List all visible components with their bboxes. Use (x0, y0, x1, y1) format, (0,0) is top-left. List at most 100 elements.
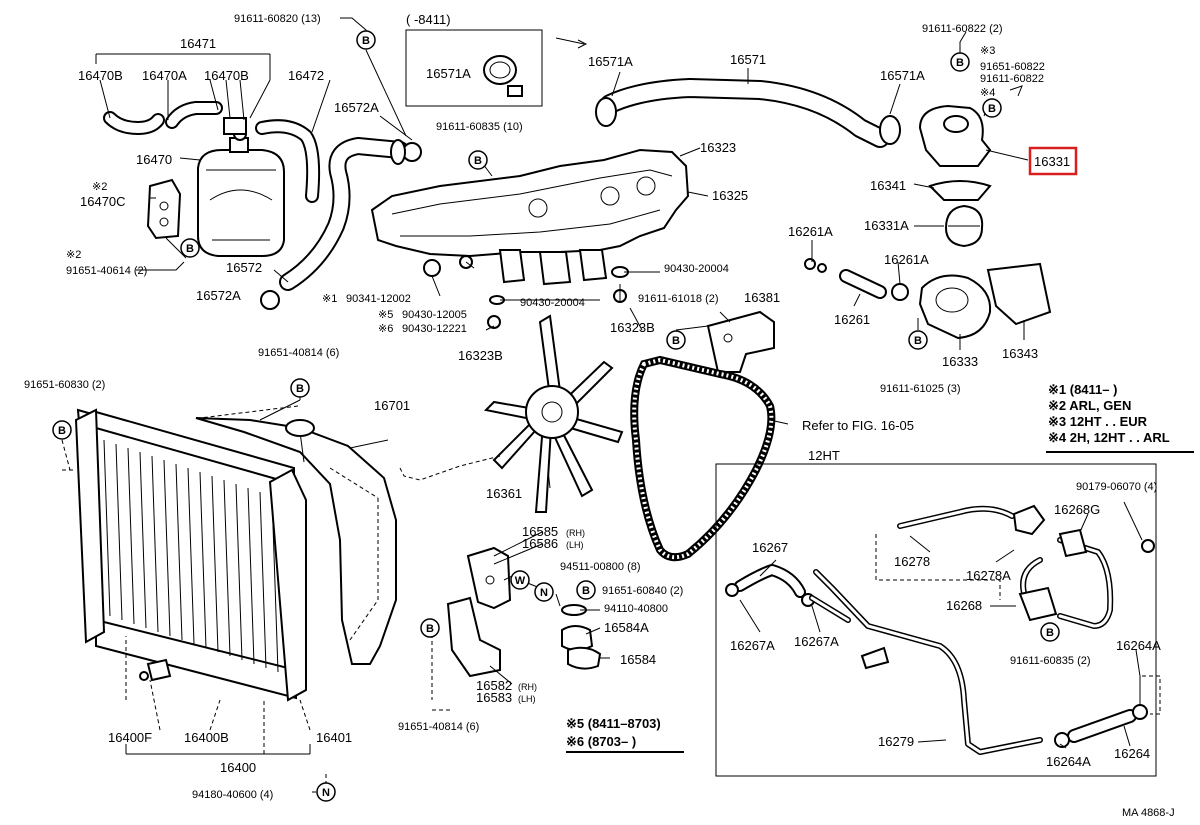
callout-label: 91611-60822 (2) (922, 23, 1003, 35)
bolt-marker-w: W (510, 570, 530, 590)
callout-label: 91611-61025 (3) (880, 383, 961, 395)
highlight-box-16331 (1028, 146, 1078, 176)
callout-label: 16584A (604, 620, 649, 635)
callout-label: 16325 (712, 188, 748, 203)
callout-label: 16267A (730, 638, 775, 653)
mount-16584 (561, 604, 602, 670)
fan-shroud-16701 (195, 417, 397, 665)
legend-line: ※4 2H, 12HT . . ARL (1048, 430, 1170, 445)
callout-label: 16361 (486, 486, 522, 501)
legend-line: ※2 ARL, GEN (1048, 398, 1131, 413)
callout-label: 90430-12221 (402, 323, 467, 335)
callout-label: 16278A (966, 568, 1011, 583)
drain-cock-16400F (139, 658, 172, 682)
callout-label: 16582 (476, 678, 512, 693)
callout-label: 16268G (1054, 502, 1100, 517)
callout-label: 91651-40614 (2) (66, 265, 147, 277)
callout-label: 16264A (1116, 638, 1161, 653)
callout-label: 16261 (834, 312, 870, 327)
pipe-16279 (809, 569, 1043, 755)
callout-suffix: (RH) (518, 682, 537, 692)
svg-text:B: B (58, 425, 66, 437)
svg-text:N: N (322, 787, 330, 799)
svg-text:B: B (956, 57, 964, 69)
hose-16267 (725, 564, 815, 607)
callout-label: 16571A (880, 68, 925, 83)
callout-label: 90179-06070 (4) (1076, 481, 1157, 493)
callout-label: 16400B (184, 730, 229, 745)
callout-label: 16572A (196, 288, 241, 303)
v-belt (630, 355, 776, 562)
svg-text:B: B (1046, 627, 1054, 639)
callout-label: 91611-61018 (2) (638, 293, 719, 305)
callout-label: 16261A (788, 224, 833, 239)
callout-label: 90430-20004 (520, 297, 585, 309)
bolt-code-markers: B B B B B B B B B W B N B B N (52, 30, 1060, 802)
callout-label: 16401 (316, 730, 352, 745)
callout-label: 91611-60820 (13) (234, 13, 321, 25)
section-label-12ht: 12HT (808, 448, 840, 463)
callout-label: 16571A (426, 66, 471, 81)
water-manifold-16325 (370, 148, 690, 329)
callout-label: 94110-40800 (604, 603, 668, 615)
svg-text:B: B (426, 623, 434, 635)
asterisk-mark: ※4 (980, 87, 995, 99)
legend-main: ※1 (8411– ) ※2 ARL, GEN ※3 12HT . . EUR … (1048, 382, 1170, 445)
leader-lines (61, 17, 1161, 793)
svg-text:B: B (582, 585, 590, 597)
refer-note: Refer to FIG. 16-05 (802, 418, 914, 433)
svg-text:B: B (672, 335, 680, 347)
callout-label: 16585 (522, 524, 558, 539)
bracket-16381 (706, 310, 775, 373)
callout-suffix: (LH) (566, 540, 584, 550)
radiator-core-lines (103, 439, 279, 673)
callout-label: 16584 (620, 652, 656, 667)
bolt-marker-b: B (666, 330, 686, 350)
callout-suffix: (RH) (566, 528, 585, 538)
callout-label: 16571A (588, 54, 633, 69)
asterisk-mark: ※3 (980, 45, 995, 57)
bolt-marker-b: B (982, 98, 1002, 118)
callout-label: 16572 (226, 260, 262, 275)
callout-label: 16381 (744, 290, 780, 305)
callout-label: 16470C (80, 194, 126, 209)
hose-16264 (1054, 704, 1148, 748)
bracket-16470C (146, 178, 182, 240)
svg-text:B: B (988, 103, 996, 115)
bolt-marker-b: B (356, 30, 376, 50)
callout-labels: 91611-60820 (13) ( -8411) 16471 16470B 1… (24, 12, 1161, 801)
legend-line: ※5 (8411–8703) (566, 716, 661, 731)
legend-line: ※6 (8703– ) (566, 734, 636, 749)
callout-label: 91651-40814 (6) (258, 347, 339, 359)
callout-label: 16343 (1002, 346, 1038, 361)
callout-label: 16470B (204, 68, 249, 83)
callout-label: 16267A (794, 634, 839, 649)
callout-label: 91651-60840 (2) (602, 585, 683, 597)
callout-label: 94180-40600 (4) (192, 789, 273, 801)
upper-hose-16572 (260, 137, 422, 310)
callout-label: 16701 (374, 398, 410, 413)
callout-label: 94511-00800 (8) (560, 561, 641, 573)
water-inlet-16333 (918, 262, 1052, 340)
callout-label: 16333 (942, 354, 978, 369)
bolt-marker-b: B (290, 378, 310, 398)
callout-label: 16572A (334, 100, 379, 115)
bolt-marker-b: B (468, 150, 488, 170)
callout-label: 16323 (700, 140, 736, 155)
callout-label-highlight[interactable]: 16331 (1034, 154, 1070, 169)
callout-label: 90430-12005 (402, 309, 467, 321)
callout-label: ( -8411) (406, 12, 451, 27)
callout-label: 91611-60835 (10) (436, 121, 523, 133)
callout-label: 16264A (1046, 754, 1091, 769)
svg-text:B: B (914, 335, 922, 347)
bracket-16585 (466, 546, 512, 610)
callout-label: 16470B (78, 68, 123, 83)
asterisk-mark: ※2 (66, 249, 81, 261)
svg-text:B: B (186, 243, 194, 255)
figure-code: MA 4868-J (1122, 807, 1175, 819)
bolt-marker-b: B (420, 618, 440, 638)
bolt-marker-b: B (180, 238, 200, 258)
callout-label: 16470A (142, 68, 187, 83)
bolt-marker-b: B (576, 580, 596, 600)
